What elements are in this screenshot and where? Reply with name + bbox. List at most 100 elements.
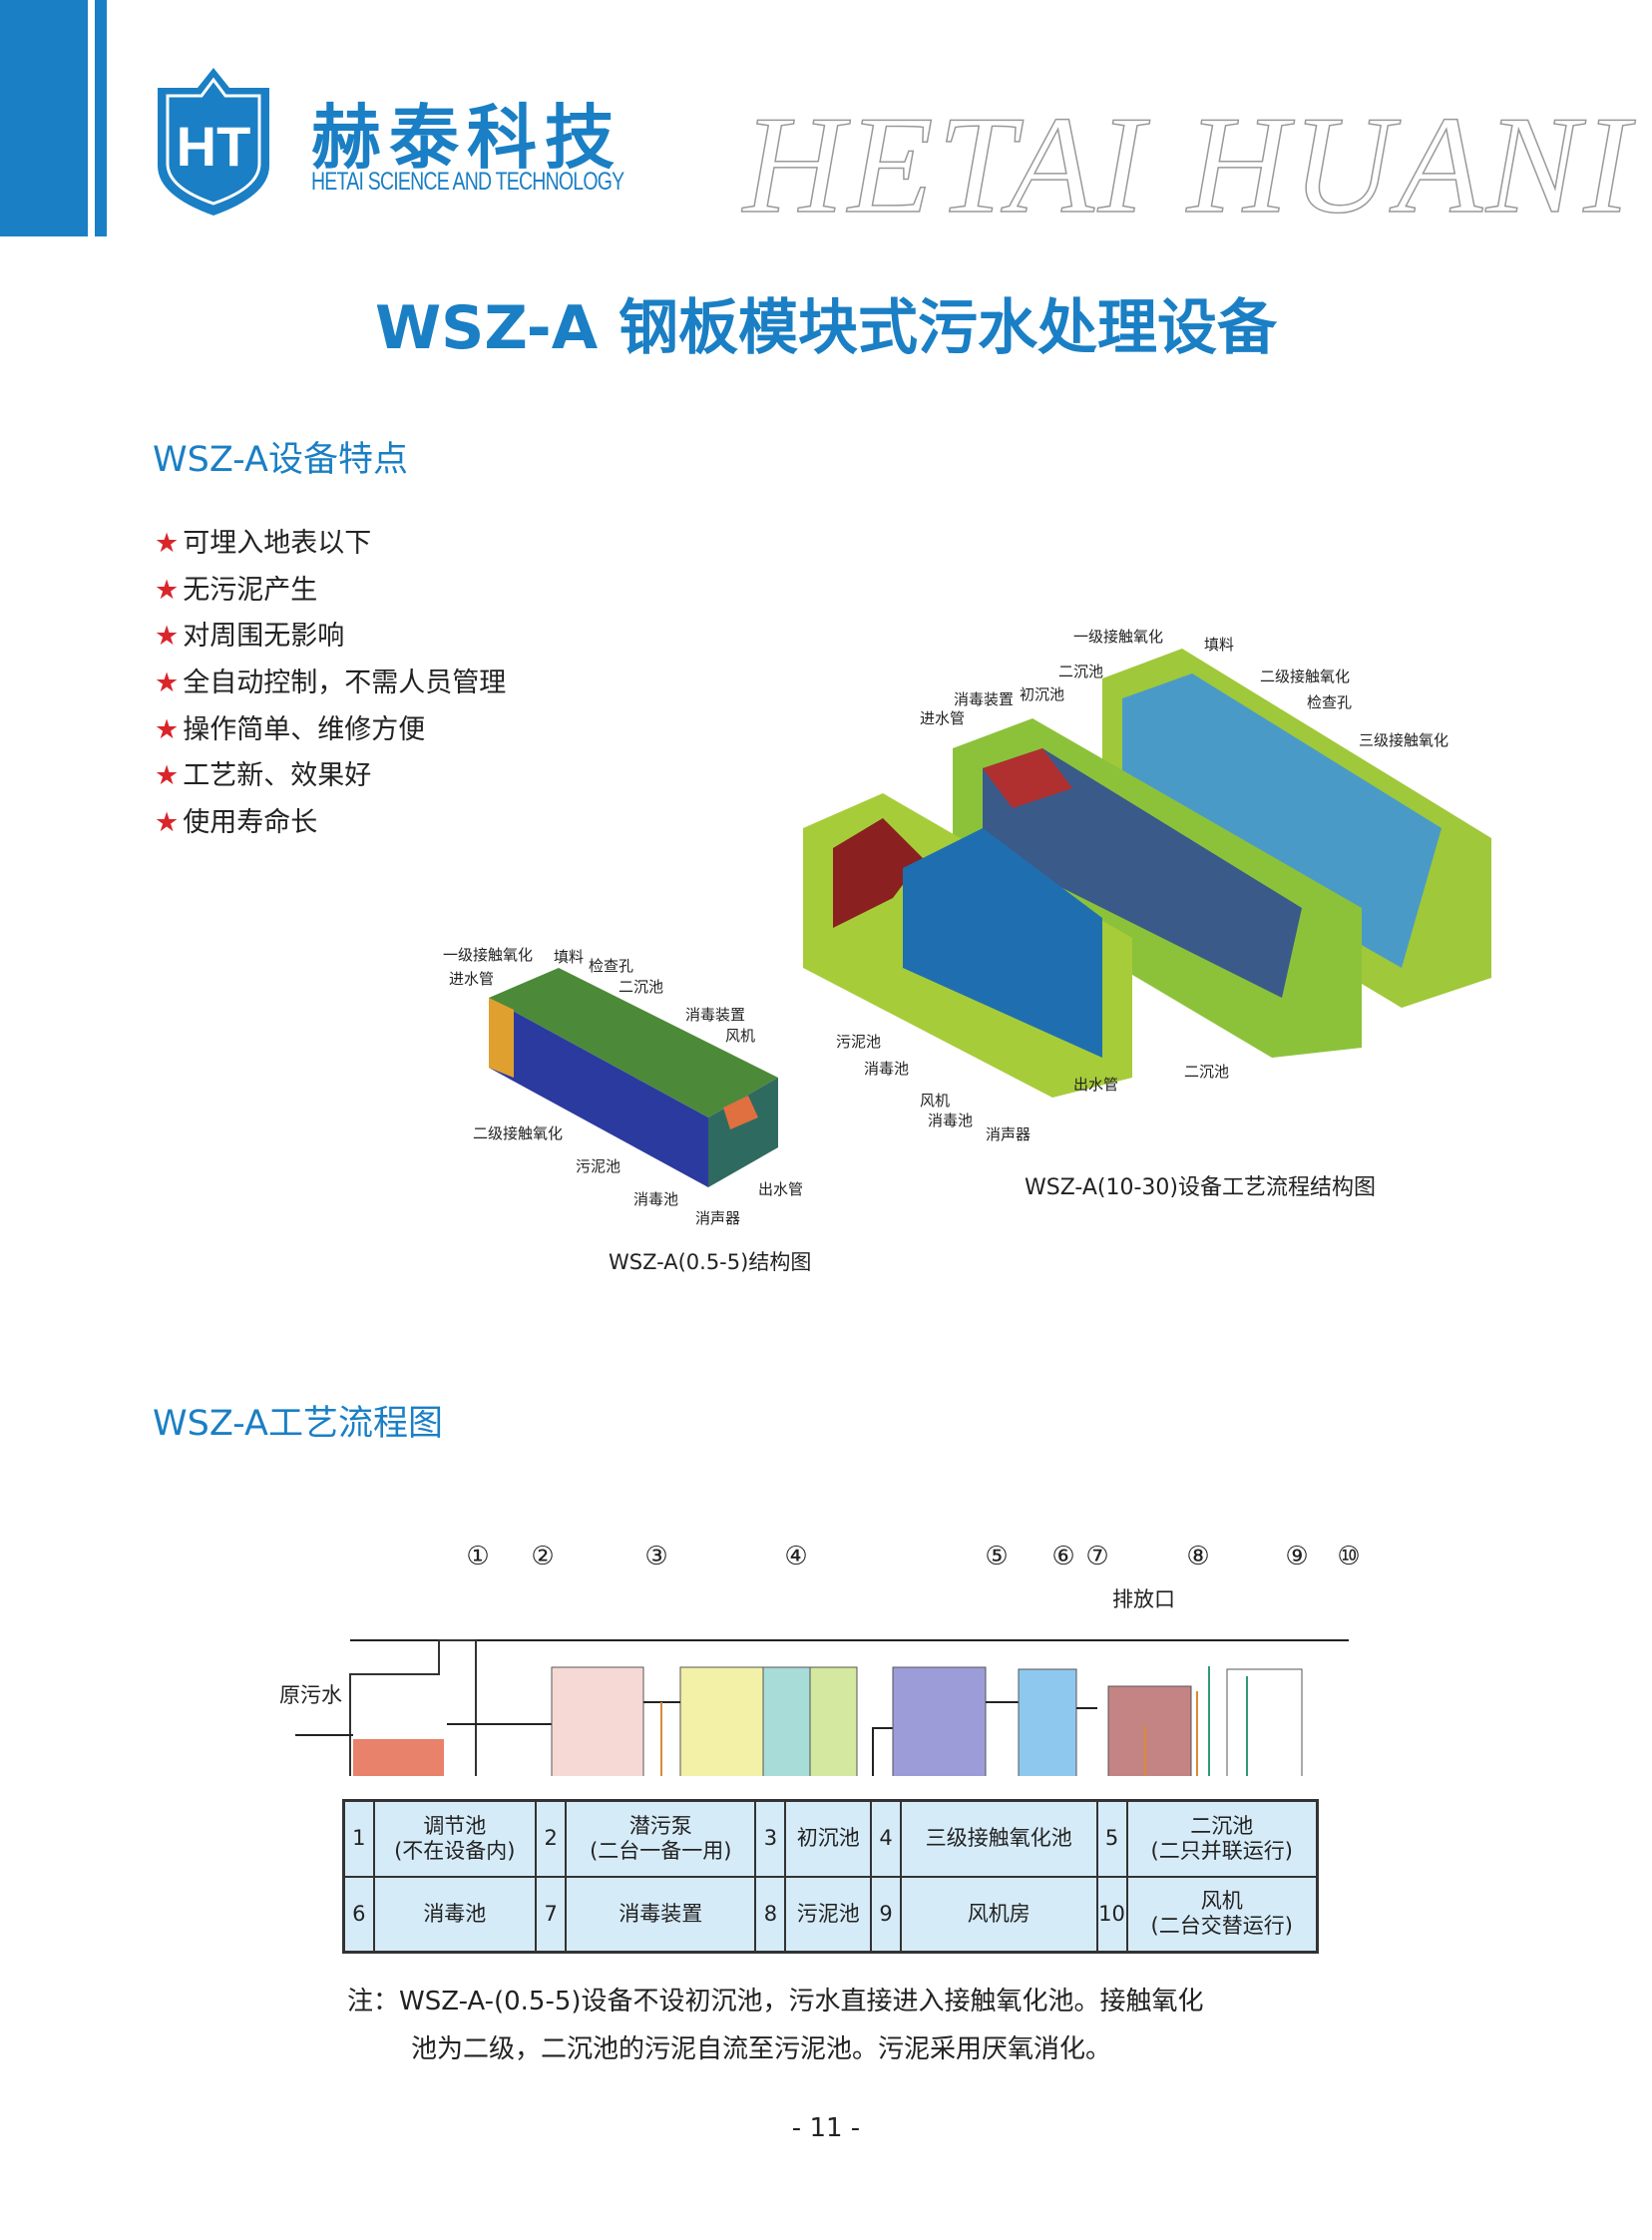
star-icon: ★ bbox=[155, 714, 180, 745]
item-name: 消毒装置 bbox=[565, 1875, 757, 1954]
item-name-main: 三级接触氧化池 bbox=[925, 1826, 1072, 1851]
callout-number: ② bbox=[531, 1542, 554, 1571]
item-name: 风机(二台交替运行) bbox=[1125, 1875, 1319, 1954]
brand-name-cn: 赫泰科技 bbox=[311, 97, 622, 179]
diagram-label: 消毒装置 bbox=[685, 1006, 746, 1024]
item-name: 初沉池 bbox=[784, 1799, 873, 1878]
item-name: 二沉池(二只并联运行) bbox=[1125, 1799, 1319, 1878]
item-name-main: 二沉池 bbox=[1190, 1813, 1254, 1838]
diagram-label: 消毒装置 bbox=[954, 690, 1015, 708]
small-diagram-caption: WSZ-A(0.5-5)结构图 bbox=[609, 1250, 812, 1274]
feature-text: 工艺新、效果好 bbox=[183, 760, 372, 791]
callout-number: ⑧ bbox=[1186, 1542, 1209, 1571]
watermark-text: HETAI HUANI bbox=[742, 87, 1634, 243]
feature-item: ★工艺新、效果好 bbox=[155, 753, 371, 792]
item-name: 调节池(不在设备内) bbox=[372, 1799, 538, 1878]
shield-logo-icon: HT bbox=[158, 68, 269, 216]
brand-name-en: HETAI SCIENCE AND TECHNOLOGY bbox=[311, 168, 624, 196]
star-icon: ★ bbox=[155, 621, 180, 652]
diagram-label: 二沉池 bbox=[619, 978, 664, 996]
diagram-label: 二沉池 bbox=[1184, 1063, 1230, 1081]
item-number: 2 bbox=[535, 1799, 568, 1878]
item-name-sub: (不在设备内) bbox=[394, 1838, 516, 1863]
diagram-label: 进水管 bbox=[920, 709, 966, 727]
feature-item: ★操作简单、维修方便 bbox=[155, 707, 425, 746]
diagram-label: 出水管 bbox=[758, 1180, 804, 1198]
large-diagram-caption: WSZ-A(10-30)设备工艺流程结构图 bbox=[1025, 1175, 1377, 1200]
item-number: 6 bbox=[342, 1875, 375, 1954]
large-structure-diagram bbox=[803, 649, 1491, 1098]
feature-item: ★可埋入地表以下 bbox=[155, 521, 371, 560]
diagram-label: 风机 bbox=[920, 1092, 951, 1110]
callout-number: ⑨ bbox=[1285, 1542, 1308, 1571]
star-icon: ★ bbox=[155, 760, 180, 791]
star-icon: ★ bbox=[155, 668, 180, 698]
feature-text: 全自动控制，不需人员管理 bbox=[183, 668, 507, 698]
item-number: 1 bbox=[342, 1799, 375, 1878]
diagram-label: 初沉池 bbox=[1020, 685, 1065, 703]
outlet-label: 排放口 bbox=[1112, 1587, 1175, 1611]
flow-heading: WSZ-A工艺流程图 bbox=[153, 1404, 443, 1444]
side-accent-bar-thin bbox=[95, 0, 107, 236]
diagram-label: 消声器 bbox=[986, 1125, 1032, 1143]
item-name: 风机房 bbox=[900, 1875, 1098, 1954]
item-name-sub: (二台交替运行) bbox=[1150, 1914, 1293, 1939]
star-icon: ★ bbox=[155, 807, 180, 838]
item-number: 8 bbox=[754, 1875, 787, 1954]
star-icon: ★ bbox=[155, 528, 180, 559]
callout-number: ④ bbox=[784, 1542, 807, 1571]
item-name-main: 调节池 bbox=[423, 1813, 487, 1838]
diagram-label: 检查孔 bbox=[589, 957, 634, 975]
diagram-label: 消毒池 bbox=[633, 1190, 679, 1208]
item-name: 污泥池 bbox=[784, 1875, 873, 1954]
diagram-label: 消毒池 bbox=[928, 1112, 974, 1129]
item-name: 潜污泵(二台一备一用) bbox=[565, 1799, 757, 1878]
callout-number: ⑥ bbox=[1051, 1542, 1074, 1571]
diagram-label: 一级接触氧化 bbox=[443, 946, 534, 964]
item-number: 3 bbox=[754, 1799, 787, 1878]
callout-number: ⑦ bbox=[1085, 1542, 1108, 1571]
diagram-label: 二级接触氧化 bbox=[1260, 668, 1351, 685]
feature-text: 操作简单、维修方便 bbox=[183, 714, 426, 745]
small-structure-diagram bbox=[489, 968, 778, 1187]
note-line-1: 注：WSZ-A-(0.5-5)设备不设初沉池，污水直接进入接触氧化池。接触氧化 bbox=[347, 1987, 1204, 2016]
item-name-sub: (二台一备一用) bbox=[590, 1838, 732, 1863]
item-name-main: 污泥池 bbox=[796, 1901, 860, 1926]
item-name-main: 初沉池 bbox=[796, 1826, 860, 1851]
star-icon: ★ bbox=[155, 575, 180, 606]
diagram-label: 一级接触氧化 bbox=[1073, 628, 1164, 646]
item-name-sub: (二只并联运行) bbox=[1150, 1838, 1293, 1863]
item-number: 9 bbox=[870, 1875, 903, 1954]
callout-number: ⑤ bbox=[985, 1542, 1008, 1571]
diagram-label: 二级接触氧化 bbox=[473, 1124, 564, 1142]
item-number: 7 bbox=[535, 1875, 568, 1954]
diagram-label: 消毒池 bbox=[864, 1060, 910, 1078]
svg-text:HT: HT bbox=[177, 115, 251, 178]
item-name-main: 潜污泵 bbox=[628, 1813, 692, 1838]
item-number: 5 bbox=[1095, 1799, 1128, 1878]
feature-item: ★对周围无影响 bbox=[155, 614, 344, 653]
feature-text: 无污泥产生 bbox=[183, 575, 318, 606]
features-heading: WSZ-A设备特点 bbox=[153, 440, 408, 480]
callout-number: ③ bbox=[644, 1542, 667, 1571]
inlet-label: 原污水 bbox=[279, 1683, 342, 1707]
feature-text: 对周围无影响 bbox=[183, 621, 345, 652]
feature-item: ★无污泥产生 bbox=[155, 568, 317, 607]
feature-text: 可埋入地表以下 bbox=[183, 528, 372, 559]
item-name-main: 消毒池 bbox=[423, 1901, 487, 1926]
diagram-label: 填料 bbox=[554, 948, 585, 966]
item-number: 4 bbox=[870, 1799, 903, 1878]
feature-text: 使用寿命长 bbox=[183, 807, 318, 838]
note-line-2: 池为二级，二沉池的污泥自流至污泥池。污泥采用厌氧消化。 bbox=[411, 2034, 1112, 2064]
item-name: 三级接触氧化池 bbox=[900, 1799, 1098, 1878]
callout-number: ① bbox=[466, 1542, 489, 1571]
diagram-label: 风机 bbox=[725, 1027, 756, 1045]
diagram-label: 三级接触氧化 bbox=[1359, 731, 1449, 749]
diagram-label: 进水管 bbox=[449, 970, 495, 988]
page-title: WSZ-A 钢板模块式污水处理设备 bbox=[374, 293, 1278, 363]
page-number: - 11 - bbox=[791, 2113, 861, 2143]
item-name: 消毒池 bbox=[372, 1875, 538, 1954]
diagram-label: 检查孔 bbox=[1307, 693, 1353, 711]
